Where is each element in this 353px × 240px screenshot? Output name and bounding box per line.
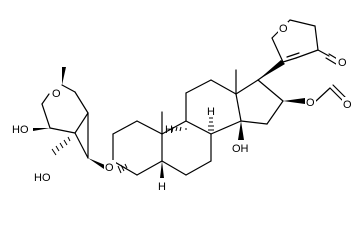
- ring-d: [235, 61, 284, 125]
- lactone-carbonyl-oxygen-label: O: [338, 57, 347, 69]
- hydroxyl-c3-sugar-label: HO: [34, 172, 51, 184]
- structure-canvas: O O O O OH H H H O O HO HO: [12, 19, 353, 193]
- formate-carbonyl-oxygen-label: O: [343, 99, 352, 111]
- ring-b: [161, 120, 212, 176]
- atom-labels: O O O O OH H H H O O HO HO: [12, 22, 353, 193]
- methyl-groups: [161, 69, 237, 135]
- wedge-c17: [258, 60, 285, 80]
- sugar-substituents: [33, 67, 105, 169]
- formate-ester-oxygen-label: O: [306, 97, 315, 109]
- hydrogen-c5-label: H: [158, 181, 166, 193]
- hydrogen-c9-label: H: [165, 124, 173, 136]
- hydrogen-c8-label: H: [207, 106, 215, 118]
- sugar-ring-oxygen-label: O: [52, 88, 61, 100]
- chemical-structure-drawing: O O O O OH H H H O O HO HO: [12, 19, 353, 193]
- wedge-c5-h: [160, 161, 164, 178]
- formate-ester: [283, 84, 347, 104]
- glycosidic-oxygen-label: O: [105, 162, 114, 174]
- ring-c: [185, 79, 242, 135]
- butenolide-ring: [271, 19, 340, 65]
- lactone-ring-oxygen-label: O: [279, 23, 288, 35]
- ring-a: [112, 120, 163, 176]
- wedge-c14-oh: [238, 121, 244, 140]
- hash-c3-o: [117, 163, 128, 174]
- hydroxyl-c4-sugar-label: HO: [12, 124, 29, 136]
- sugar-ring: [41, 84, 89, 159]
- hydroxyl-c14-label: OH: [232, 143, 249, 155]
- hash-c9-h: [171, 126, 187, 133]
- hash-c8-h: [208, 117, 214, 131]
